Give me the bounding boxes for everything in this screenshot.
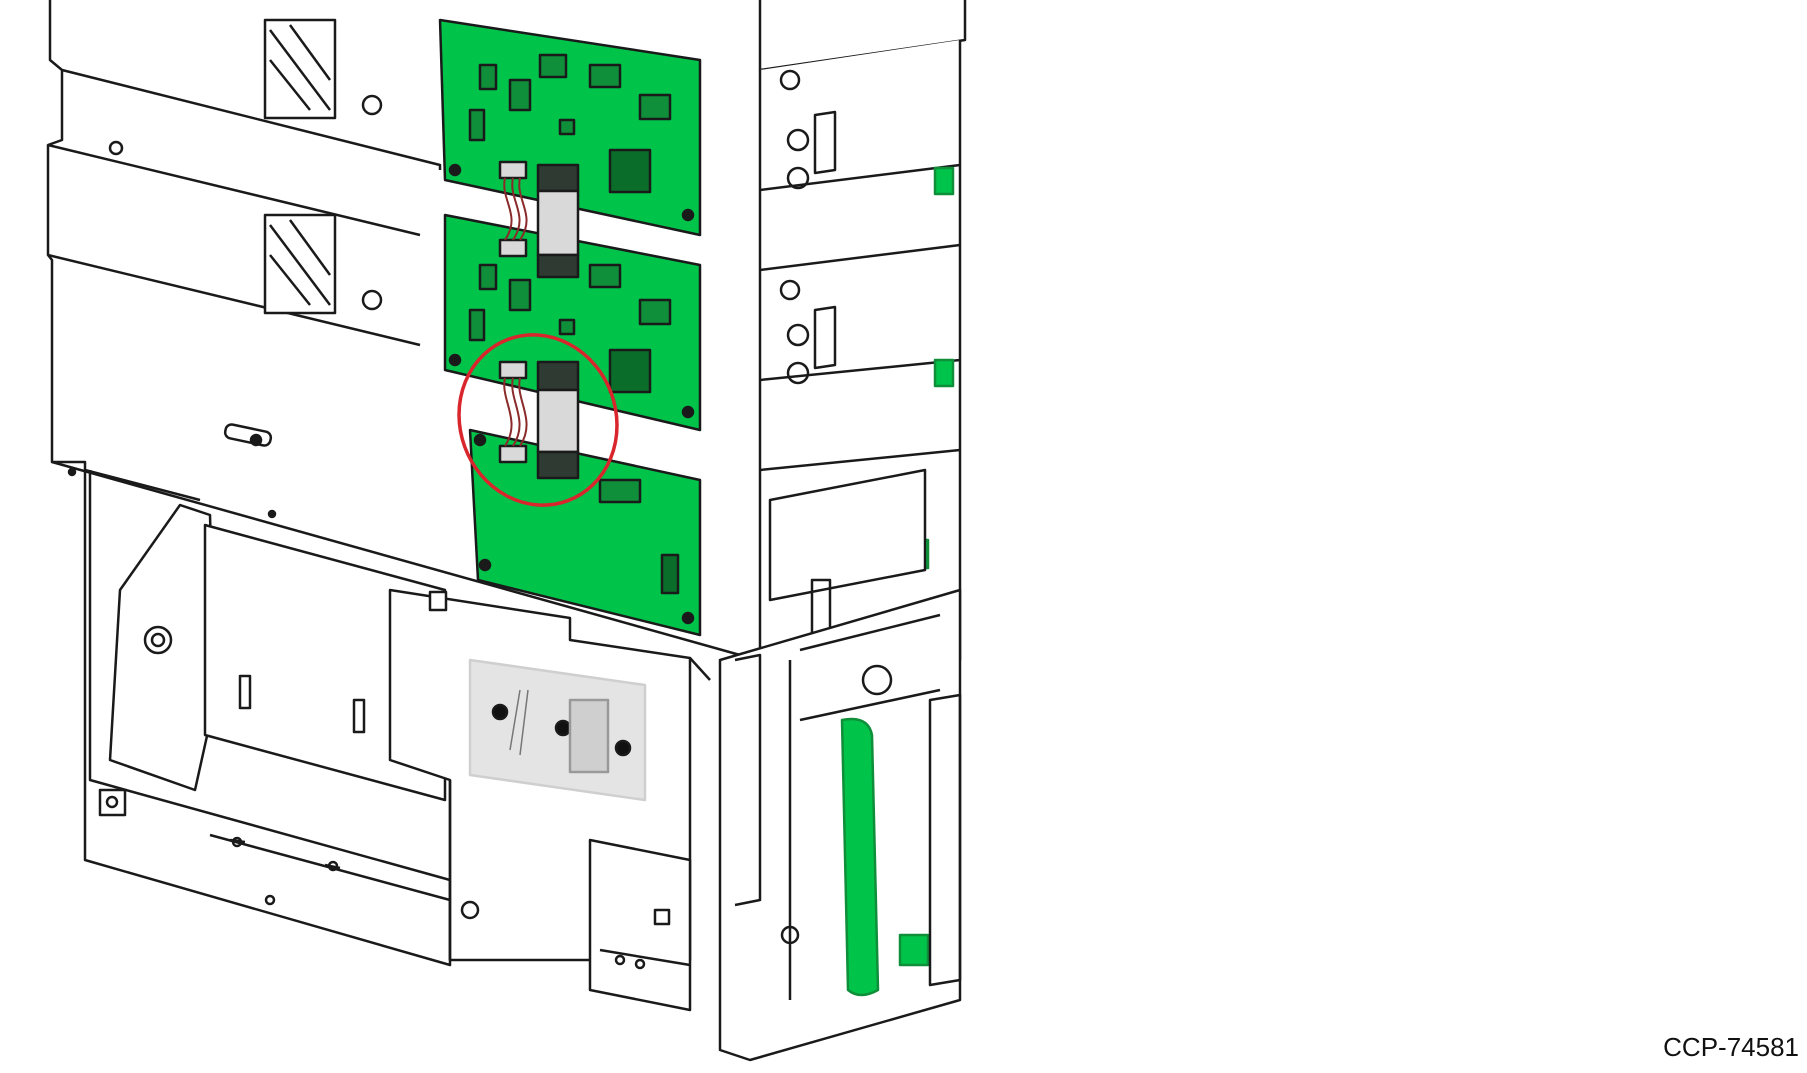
ribbon-cable-lower bbox=[498, 360, 580, 480]
circuit-board-bottom bbox=[468, 428, 702, 637]
ribbon-cable-upper bbox=[498, 160, 580, 279]
right-cabinet bbox=[718, 0, 967, 1062]
highlight-circle-icon bbox=[457, 333, 619, 507]
middle-lower-cover bbox=[388, 588, 711, 1012]
left-side-panel bbox=[46, 0, 741, 967]
lower-left-mechanism bbox=[98, 503, 451, 902]
figure-code: CCP-74581 bbox=[1663, 1032, 1799, 1062]
